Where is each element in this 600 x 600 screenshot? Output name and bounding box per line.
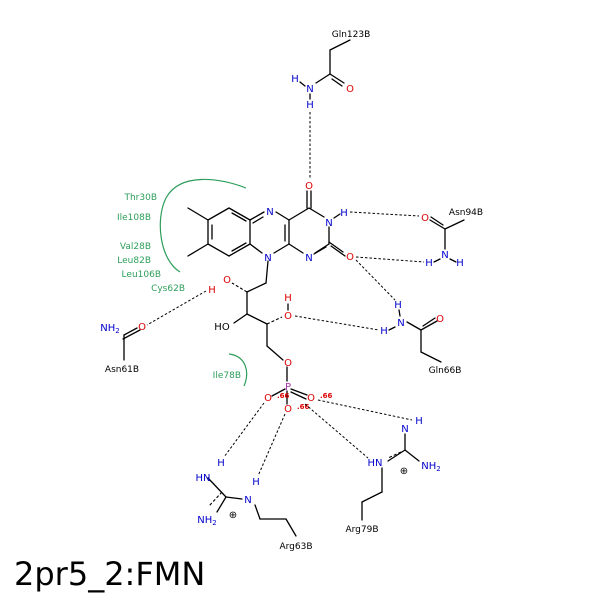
hydrophobic-label-leu106: Leu106B bbox=[122, 270, 161, 280]
residue-asn61 bbox=[122, 327, 141, 361]
hbond-o2-asn94 bbox=[355, 256, 425, 263]
diagram-title: 2pr5_2:FMN bbox=[14, 555, 205, 593]
atom-gln66-o: O bbox=[436, 314, 444, 325]
hbond-o4-ribityl-gln66 bbox=[294, 315, 380, 331]
ribityl-chain bbox=[231, 260, 308, 405]
atom-asn61-nh2: NH2 bbox=[100, 323, 119, 335]
hbond-ribityl-asn61 bbox=[146, 290, 207, 326]
distance-label-op3: .66 bbox=[320, 392, 333, 400]
atom-arg79-hn: HN bbox=[368, 458, 383, 469]
hbond-op3-arg79-h bbox=[317, 399, 413, 421]
atom-gln123-n: N bbox=[306, 84, 313, 95]
atom-asn61-o: O bbox=[138, 322, 146, 333]
residue-arg79 bbox=[361, 433, 420, 521]
atom-n5: N bbox=[266, 207, 273, 218]
atom-arg79-h1: H bbox=[415, 416, 423, 427]
isoalloxazine-ring bbox=[187, 190, 346, 257]
atom-gln66-h1: H bbox=[394, 300, 402, 311]
atom-gln66-n: N bbox=[397, 318, 404, 329]
hydrogen-bonds bbox=[146, 112, 425, 477]
hbond-o2-gln66 bbox=[355, 259, 396, 301]
hydrophobic-label-val28: Val28B bbox=[120, 242, 151, 252]
distance-label-op2: .66 bbox=[297, 403, 310, 411]
atom-gln123-h2: H bbox=[306, 100, 314, 111]
atom-arg63-h1: H bbox=[217, 458, 225, 469]
atom-o2: O bbox=[346, 252, 354, 263]
atom-asn94-n: N bbox=[441, 250, 448, 261]
atom-n10: N bbox=[264, 253, 271, 264]
residue-label-arg79: Arg79B bbox=[345, 525, 378, 535]
hydrophobic-label-thr30: Thr30B bbox=[123, 193, 157, 203]
atom-arg79-nh2: NH2 bbox=[421, 461, 440, 473]
atom-h3: H bbox=[340, 208, 348, 219]
residue-gln123 bbox=[315, 39, 351, 87]
hbond-op3-arg79-hn bbox=[304, 403, 369, 459]
residue-asn94 bbox=[429, 216, 465, 250]
atom-gln123-o: O bbox=[346, 84, 354, 95]
residue-label-gln123: Gln123B bbox=[332, 30, 371, 40]
atom-arg63-nh2: NH2 bbox=[197, 515, 216, 527]
residue-label-asn61: Asn61B bbox=[105, 365, 139, 375]
atom-gln123-h1: H bbox=[291, 74, 299, 85]
atom-arg63-n: N bbox=[244, 495, 251, 506]
atom-o4-ribityl: O bbox=[284, 311, 292, 322]
atom-n1: N bbox=[305, 253, 312, 264]
hbond-op1-arg63 bbox=[223, 402, 265, 458]
atom-phosphorus: P bbox=[285, 382, 291, 393]
hydrophobic-label-cys62: Cys62B bbox=[151, 284, 185, 294]
hydrophobic-arc-main bbox=[159, 178, 247, 273]
hbond-n3-asn94 bbox=[349, 211, 420, 217]
atom-asn94-h1: H bbox=[425, 258, 433, 269]
atom-asn94-h2: H bbox=[456, 258, 464, 269]
residue-label-asn94: Asn94B bbox=[449, 208, 483, 218]
atom-arg63-h2: H bbox=[252, 477, 260, 488]
atom-op2: O bbox=[284, 404, 292, 415]
atom-o2-ribityl: O bbox=[223, 275, 231, 286]
residue-label-gln66: Gln66B bbox=[429, 366, 462, 376]
atom-op3: O bbox=[307, 393, 315, 404]
hydrophobic-label-leu82: Leu82B bbox=[117, 256, 151, 266]
hydrophobic-label-ile78: Ile78B bbox=[213, 371, 241, 381]
charge-arg63: ⊕ bbox=[229, 510, 237, 521]
atom-o5-ribityl: O bbox=[284, 358, 292, 369]
residue-label-arg63: Arg63B bbox=[279, 542, 312, 552]
atom-asn94-o: O bbox=[421, 213, 429, 224]
atom-h2-ribityl: H bbox=[208, 285, 216, 296]
atom-op1: O bbox=[264, 393, 272, 404]
distance-label-op1: .66 bbox=[277, 392, 290, 400]
atom-o4: O bbox=[305, 181, 313, 192]
residue-gln66 bbox=[406, 317, 442, 363]
hydrophobic-arc-ile78 bbox=[228, 353, 248, 387]
atom-n3: N bbox=[325, 218, 332, 229]
atom-ho3-ribityl: HO bbox=[214, 322, 230, 333]
charge-arg79: ⊕ bbox=[400, 466, 408, 477]
hydrophobic-label-ile108: Ile108B bbox=[117, 213, 151, 223]
atom-gln66-h2: H bbox=[380, 326, 388, 337]
residue-arg63 bbox=[207, 477, 297, 537]
hbond-op2-arg63 bbox=[257, 413, 286, 477]
atom-arg79-n1: N bbox=[401, 424, 408, 435]
atom-h4-ribityl: H bbox=[284, 293, 292, 304]
atom-arg63-hn: HN bbox=[196, 473, 211, 484]
